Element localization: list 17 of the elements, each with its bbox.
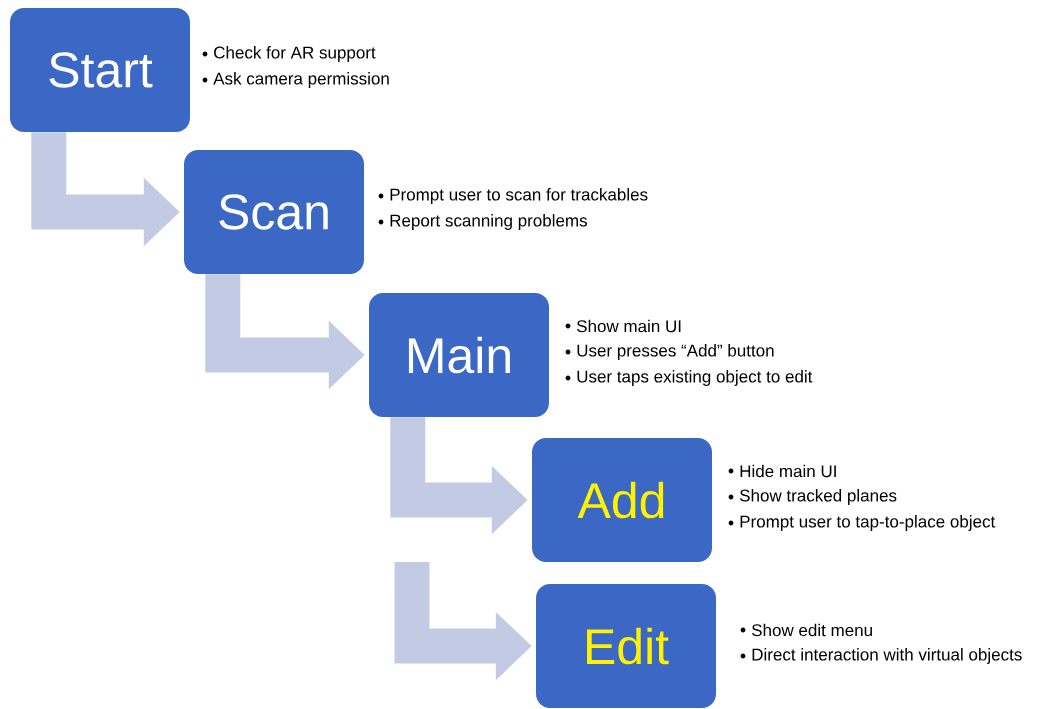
bullet-item: Prompt user to scan for trackables (378, 188, 648, 204)
process-box: Scan (184, 150, 364, 274)
bullet-item: Show tracked planes (728, 489, 897, 505)
process-box: Edit (536, 584, 716, 708)
bullet-item: Direct interaction with virtual objects (740, 648, 1022, 664)
bullet-item: Ask camera permission (202, 72, 389, 88)
bullet-item: Show edit menu (740, 623, 872, 637)
bullet-item: Check for AR support (202, 46, 376, 62)
bullet-item: Show main UI (565, 319, 681, 333)
process-box: Add (532, 438, 712, 562)
bullet-item: User presses “Add” button (565, 344, 774, 360)
bullet-item: User taps existing object to edit (565, 370, 813, 386)
bullet-item: Prompt user to tap-to-place object (728, 515, 996, 531)
process-box: Main (369, 293, 549, 417)
process-box: Start (10, 8, 190, 132)
bullet-item: Report scanning problems (378, 214, 587, 230)
bullet-item: Hide main UI (728, 464, 836, 478)
